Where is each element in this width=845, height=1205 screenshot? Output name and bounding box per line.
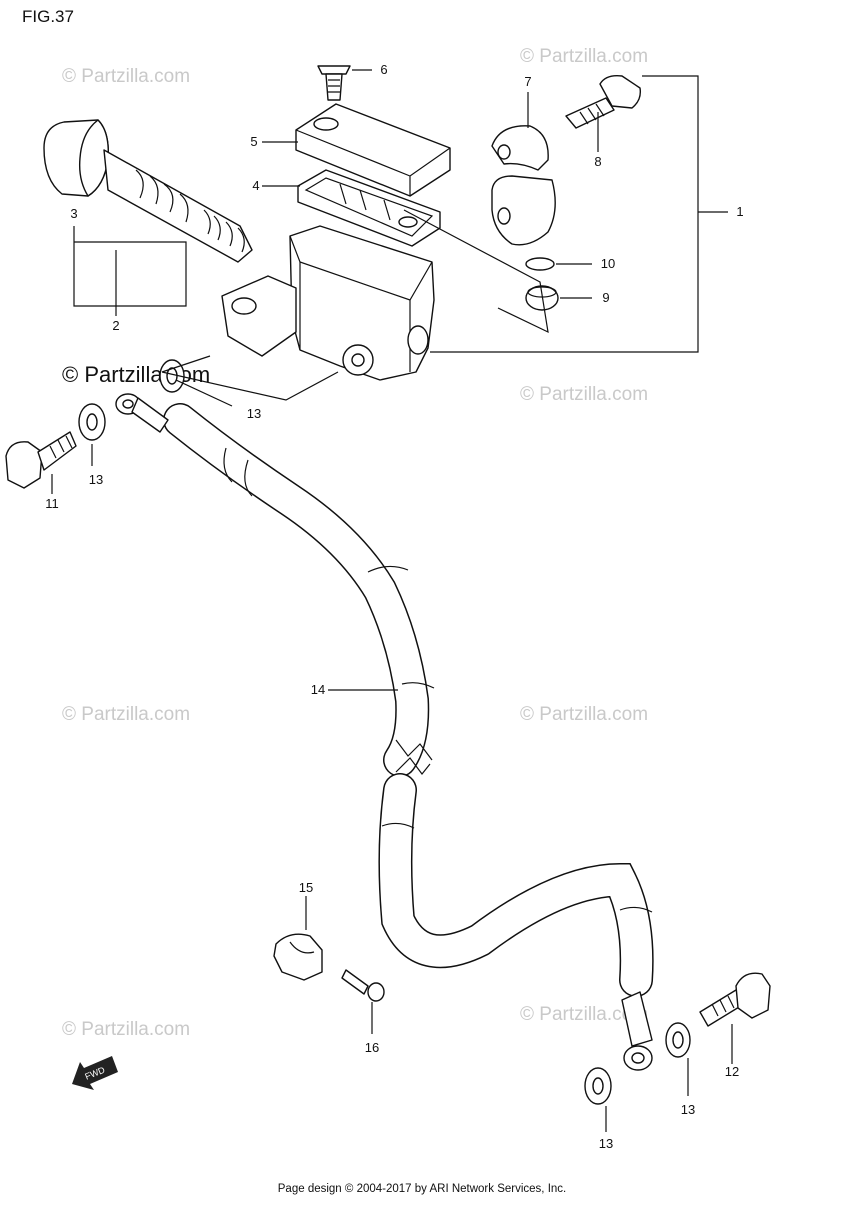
washer-13-left bbox=[78, 403, 106, 441]
figure-title: FIG.37 bbox=[22, 7, 74, 26]
watermark-bottom-left: © Partzilla.com bbox=[62, 1019, 190, 1040]
callout-5: 5 bbox=[250, 134, 257, 149]
watermark-left-middle: © Partzilla.com bbox=[62, 704, 190, 725]
master-cylinder-body bbox=[221, 225, 435, 381]
banjo-bolt-11 bbox=[5, 431, 77, 489]
watermark-mid-right: © Partzilla.com bbox=[520, 384, 648, 405]
callout-10: 10 bbox=[601, 256, 615, 271]
callout-6: 6 bbox=[380, 62, 387, 77]
clip-15 bbox=[273, 933, 323, 981]
callout-2: 2 bbox=[112, 318, 119, 333]
callout-1: 1 bbox=[736, 204, 743, 219]
page-footer: Page design © 2004-2017 by ARI Network S… bbox=[278, 1183, 566, 1195]
callout-14: 14 bbox=[311, 682, 325, 697]
banjo-bolt-12 bbox=[699, 972, 771, 1027]
brake-hose-14 bbox=[115, 393, 654, 1071]
callout-labels: 6 5 4 7 8 1 3 2 10 9 13 13 11 14 15 16 1… bbox=[45, 62, 743, 1151]
leader-lines bbox=[51, 69, 733, 1132]
callout-12: 12 bbox=[725, 1064, 739, 1079]
callout-3: 3 bbox=[70, 206, 77, 221]
bolt-8 bbox=[565, 74, 642, 129]
callout-13-top: 13 bbox=[247, 406, 261, 421]
callout-11: 11 bbox=[45, 496, 59, 511]
callout-13-left: 13 bbox=[89, 472, 103, 487]
watermark-top-left: © Partzilla.com bbox=[62, 66, 190, 87]
callout-13-bottom-right: 13 bbox=[681, 1102, 695, 1117]
callout-9: 9 bbox=[602, 290, 609, 305]
oring-10 bbox=[525, 257, 555, 271]
clamp-7 bbox=[491, 125, 556, 246]
watermark-right-middle: © Partzilla.com bbox=[520, 704, 648, 725]
callout-8: 8 bbox=[594, 154, 601, 169]
screw-16 bbox=[341, 969, 385, 1002]
watermark-dark: © Partzilla.com bbox=[62, 362, 210, 387]
washer-13-bottom bbox=[584, 1067, 612, 1105]
forward-arrow-icon: FWD bbox=[72, 1056, 118, 1090]
washer-13-bottom-right bbox=[665, 1022, 691, 1058]
callout-15: 15 bbox=[299, 880, 313, 895]
screw-6 bbox=[317, 65, 351, 101]
callout-7: 7 bbox=[524, 74, 531, 89]
reservoir-cap-5 bbox=[295, 103, 451, 197]
watermark-bottom-right: © Partzilla.com bbox=[520, 1004, 648, 1025]
piston-assembly-3 bbox=[43, 119, 253, 263]
watermark-top-right: © Partzilla.com bbox=[520, 46, 648, 67]
diaphragm-4 bbox=[297, 169, 441, 247]
callout-13-bottom: 13 bbox=[599, 1136, 613, 1151]
callout-4: 4 bbox=[252, 178, 259, 193]
callout-16: 16 bbox=[365, 1040, 379, 1055]
